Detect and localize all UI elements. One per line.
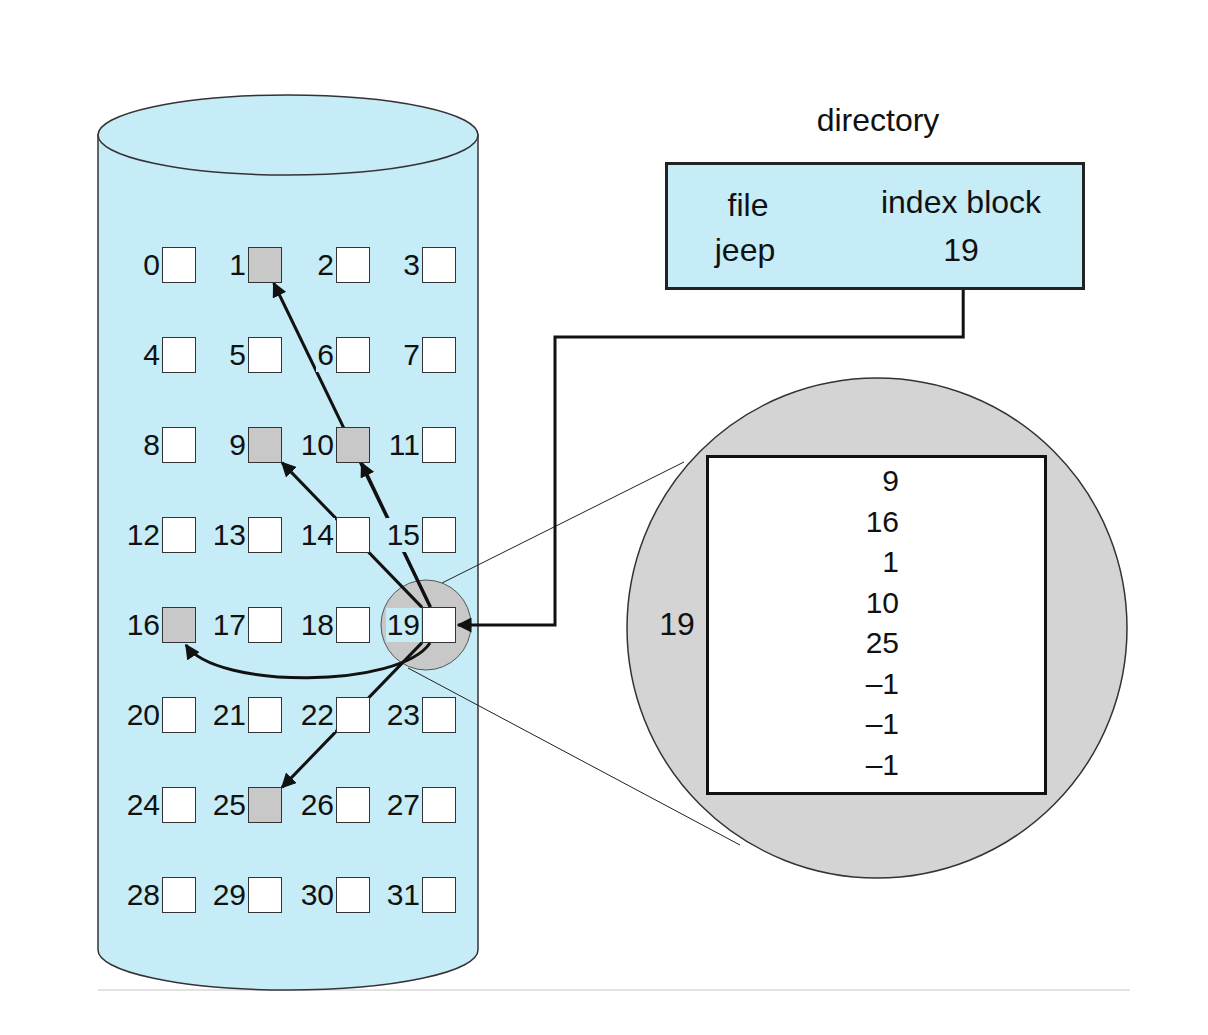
disk-block: 25: [248, 787, 282, 823]
disk-block: 3: [422, 247, 456, 283]
block-number: 27: [386, 788, 421, 822]
disk-block: 23: [422, 697, 456, 733]
disk-block: 5: [248, 337, 282, 373]
index-block-contents: 9 16 1 10 25 –1 –1 –1: [706, 455, 1047, 795]
disk-block: 31: [422, 877, 456, 913]
disk-block: 27: [422, 787, 456, 823]
disk-block: 1: [248, 247, 282, 283]
pointer-arrow: [362, 463, 431, 607]
index-entry: 25: [809, 626, 899, 660]
directory-table: directoryfileindex blockjeep19: [665, 162, 1085, 290]
disk-block: 16: [162, 607, 196, 643]
block-number: 3: [402, 248, 421, 282]
block-number: 26: [300, 788, 335, 822]
disk-block: 9: [248, 427, 282, 463]
block-number: 20: [126, 698, 161, 732]
disk-block: 19: [422, 607, 456, 643]
block-number: 4: [142, 338, 161, 372]
disk-block: 4: [162, 337, 196, 373]
block-number: 5: [228, 338, 247, 372]
disk-block: 12: [162, 517, 196, 553]
disk-block: 6: [336, 337, 370, 373]
disk-block: 14: [336, 517, 370, 553]
block-number: 13: [212, 518, 247, 552]
block-number: 12: [126, 518, 161, 552]
disk-block: 0: [162, 247, 196, 283]
block-number: 18: [300, 608, 335, 642]
disk-block: 10: [336, 427, 370, 463]
pointer-arrow: [282, 463, 422, 608]
disk-block: 24: [162, 787, 196, 823]
block-number: 21: [212, 698, 247, 732]
disk-block: 2: [336, 247, 370, 283]
disk-block: 18: [336, 607, 370, 643]
block-number: 23: [386, 698, 421, 732]
table-text: 19: [943, 233, 979, 268]
table-text: 19: [659, 607, 695, 642]
block-number: 1: [228, 248, 247, 282]
disk-block: 15: [422, 517, 456, 553]
disk-block: 11: [422, 427, 456, 463]
disk-block: 7: [422, 337, 456, 373]
block-number: 22: [300, 698, 335, 732]
block-number: 2: [316, 248, 335, 282]
directory-heading: directory: [817, 103, 940, 138]
block-number: 7: [402, 338, 421, 372]
disk-block: 28: [162, 877, 196, 913]
block-number: 14: [300, 518, 335, 552]
table-text: jeep: [715, 233, 776, 268]
block-number: 28: [126, 878, 161, 912]
disk-block: 20: [162, 697, 196, 733]
table-text: file: [728, 188, 769, 223]
zoom-spot: [381, 580, 471, 670]
disk-block: 22: [336, 697, 370, 733]
disk-cylinder: [98, 135, 478, 990]
disk-block: 26: [336, 787, 370, 823]
block-number: 19: [386, 608, 421, 642]
disk-top: [98, 95, 478, 175]
index-entry: 10: [809, 586, 899, 620]
block-number: 11: [388, 428, 421, 462]
block-number: 17: [212, 608, 247, 642]
block-number: 24: [126, 788, 161, 822]
disk-block: 13: [248, 517, 282, 553]
block-number: 10: [300, 428, 335, 462]
disk-block: 30: [336, 877, 370, 913]
index-entry: 16: [809, 505, 899, 539]
index-entry: 1: [809, 545, 899, 579]
block-number: 0: [142, 248, 161, 282]
block-number: 16: [126, 608, 161, 642]
block-number: 9: [228, 428, 247, 462]
disk-block: 21: [248, 697, 282, 733]
index-entry: 9: [809, 464, 899, 498]
index-entry: –1: [809, 748, 899, 782]
pointer-arrow: [282, 643, 422, 788]
zoom-circle: 19 9 16 1 10 25 –1 –1 –1: [625, 376, 1129, 880]
disk-block: 17: [248, 607, 282, 643]
block-number: 31: [386, 878, 421, 912]
index-entry: –1: [809, 707, 899, 741]
block-number: 8: [142, 428, 161, 462]
block-number: 15: [386, 518, 421, 552]
table-text: index block: [881, 185, 1041, 220]
pointer-arrow: [274, 283, 431, 607]
index-entry: –1: [809, 667, 899, 701]
block-number: 6: [316, 338, 335, 372]
disk-block: 29: [248, 877, 282, 913]
disk-block: 8: [162, 427, 196, 463]
block-number: 29: [212, 878, 247, 912]
block-number: 25: [212, 788, 247, 822]
block-number: 30: [300, 878, 335, 912]
